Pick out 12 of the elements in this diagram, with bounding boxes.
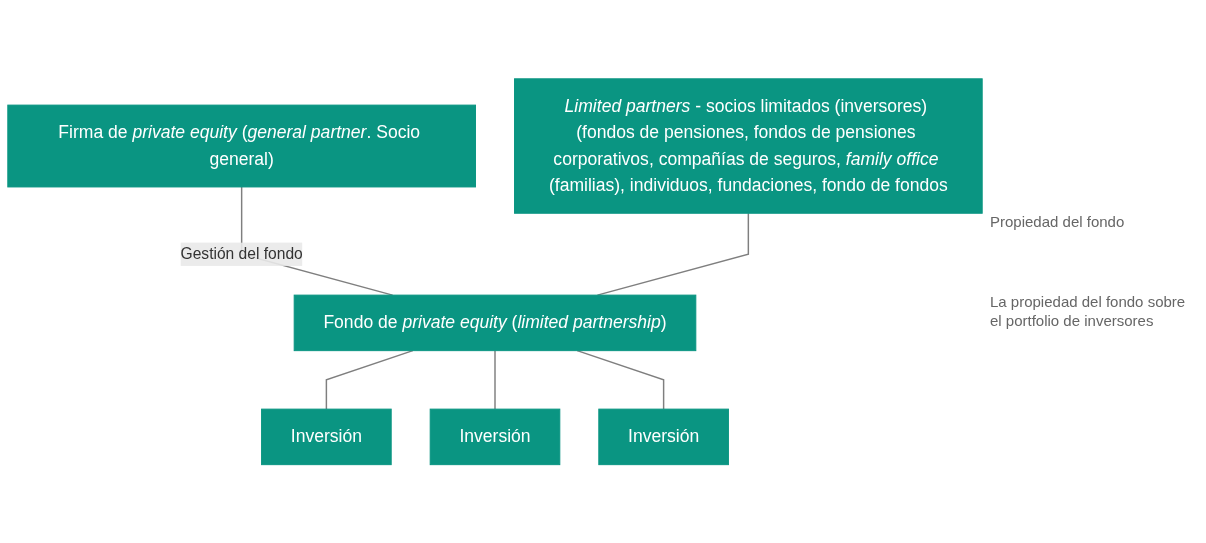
node-box: Inversión [598, 408, 729, 465]
edge-label: Gestión del fondo [180, 245, 303, 262]
connector [325, 349, 414, 410]
node-box: Inversión [429, 408, 561, 465]
node-box: Limited partners - socios limitados (inversores) (fondos de pensiones, fondos de pensiones corporativos, compañías de seguros, family office (familias), individuos, fundaciones, fondo de fondos [514, 78, 983, 214]
node-box: Fondo de private equity (limited partnership) [293, 294, 697, 351]
node-box: Inversión [261, 408, 392, 465]
note-text: La propiedad del fondo sobre el portfolio de inversores [990, 291, 1187, 331]
node-box: Firma de private equity (general partner. Socio general) [7, 104, 476, 188]
connector [494, 349, 496, 410]
note-text: Propiedad del fondo [990, 212, 1126, 232]
connector [576, 349, 665, 410]
